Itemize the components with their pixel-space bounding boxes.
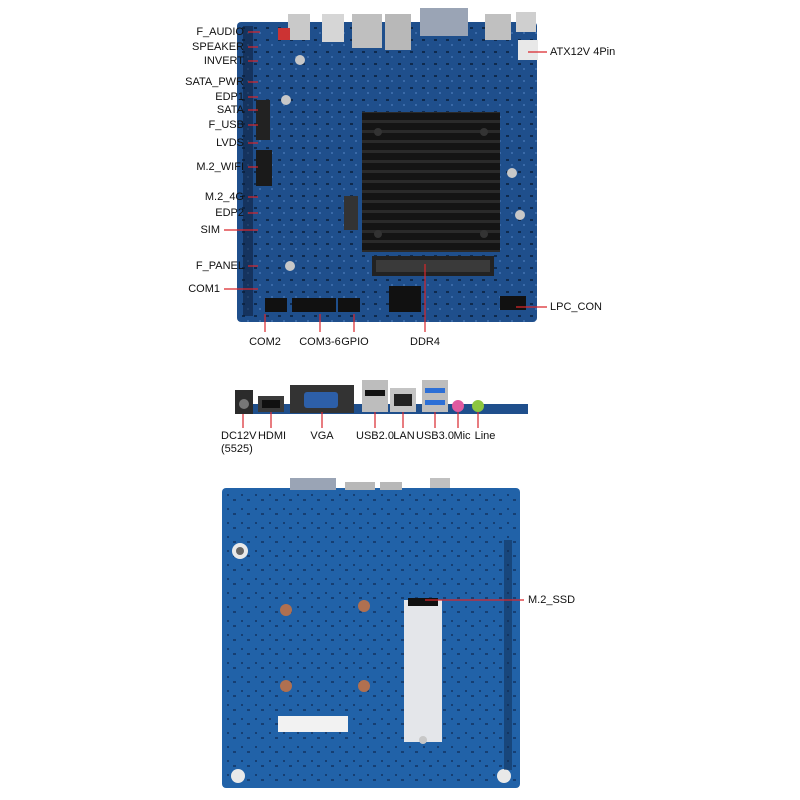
label-lan: LAN [393,430,415,442]
label-hdmi: HDMI [257,430,287,442]
label-sim: SIM [200,224,220,236]
label-sata-pwr: SATA_PWR [185,76,244,88]
atx12v-connector [518,40,538,60]
label-m2-wifi: M.2_WIFI [196,161,244,173]
label-sata: SATA [216,104,244,116]
m2-ssd-slot [404,600,442,742]
usb-stack-top [352,14,382,48]
label-usb2: USB2.0 [356,430,394,442]
label-edp2: EDP2 [215,207,244,219]
leader-lines-left [224,31,260,290]
cpu-heatsink [362,112,500,252]
barcode-sticker [278,716,348,732]
label-dc12v-type: (5525) [221,443,253,455]
label-dc12v: DC12V [221,430,257,442]
io-panel-board [235,380,528,414]
label-com1: COM1 [188,283,220,295]
label-invert: INVERT [203,55,244,67]
label-m2-4g: M.2_4G [204,191,244,203]
bottom-board [222,478,520,788]
label-gpio: GPIO [341,336,369,348]
label-com3-6: COM3-6 [299,336,341,348]
leader-lines-io [242,412,479,428]
label-ddr4: DDR4 [410,336,440,348]
label-speaker: SPEAKER [192,41,244,53]
label-lvds: LVDS [216,137,244,149]
vga-top [420,8,468,36]
label-com2: COM2 [249,336,281,348]
label-f-audio: F_AUDIO [196,26,244,38]
line-jack [472,400,484,412]
label-m2-ssd: M.2_SSD [528,594,576,606]
label-line: Line [474,430,496,442]
label-f-usb: F_USB [208,119,244,131]
label-edp1: EDP1 [215,91,244,103]
label-lpc-con: LPC_CON [550,301,602,313]
label-mic: Mic [453,430,471,442]
label-vga: VGA [310,430,334,442]
leader-lines-right [264,51,547,332]
label-f-panel: F_PANEL [195,260,244,272]
top-board [237,8,538,322]
usb3-port [422,380,448,412]
audio-jack-top [288,14,310,40]
label-usb3: USB3.0 [416,430,454,442]
mic-jack [452,400,464,412]
label-atx12v: ATX12V 4Pin [550,46,616,58]
